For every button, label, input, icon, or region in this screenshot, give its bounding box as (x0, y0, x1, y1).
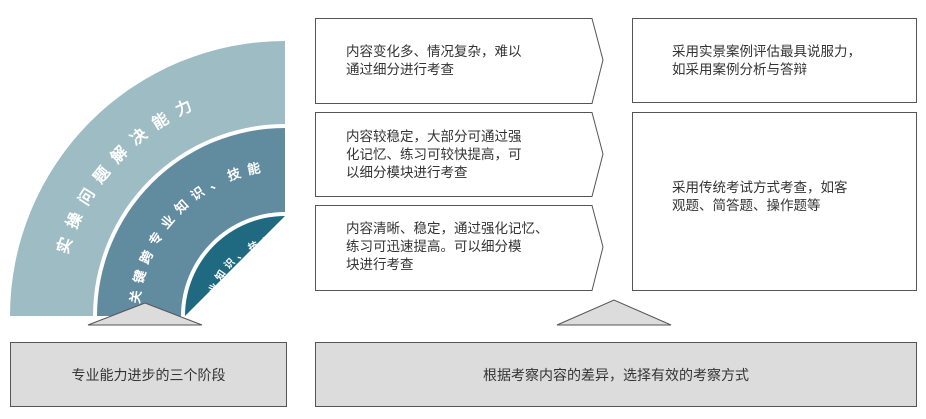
content-text-3: 内容清晰、稳定，通过强化记忆、练习可迅速提高。可以细分模块进行考查 (346, 221, 549, 273)
content-box-2 (315, 112, 604, 197)
caption-left: 专业能力进步的三个阶段 (10, 342, 287, 407)
content-box-3 (315, 205, 604, 291)
method-box-2: 采用传统考试方式考查，如客观题、简答题、操作题等 (632, 112, 917, 291)
ring-middle (97, 128, 285, 316)
pointer-triangle-right (556, 299, 672, 326)
content-box-1 (315, 18, 604, 104)
caption-right: 根据考察内容的差异，选择有效的考察方式 (315, 342, 917, 407)
ring-outer (10, 41, 285, 316)
ring-inner (185, 216, 285, 316)
method-text-1: 采用实景案例评估最具说服力，如采用案例分析与答辩 (672, 44, 861, 78)
method-text-2: 采用传统考试方式考查，如客观题、简答题、操作题等 (672, 180, 848, 214)
method-box-1: 采用实景案例评估最具说服力，如采用案例分析与答辩 (632, 18, 917, 103)
content-text-1: 内容变化多、情况复杂，难以通过细分进行考查 (346, 44, 522, 78)
content-text-2: 内容较稳定，大部分可通过强化记忆、练习可较快提高，可以细分模块进行考查 (346, 129, 522, 181)
pointer-triangle-left (87, 302, 203, 326)
